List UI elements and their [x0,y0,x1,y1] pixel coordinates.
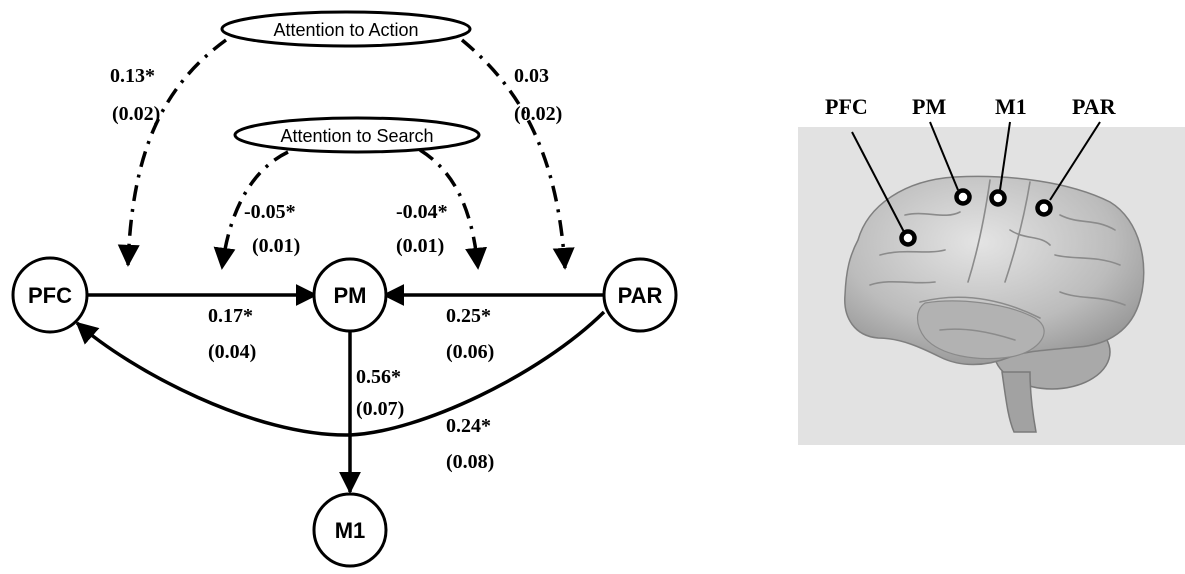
action-to-pfc-arrow [117,38,228,267]
coef-action-pfc-value: 0.13* [110,65,155,87]
par-to-pfc-arrow [75,310,606,437]
coef-pm-m1-value: 0.56* [356,366,401,388]
coef-action-par-value: 0.03 [514,65,549,87]
coef-pfc-pm-se: (0.04) [208,341,256,363]
search-to-pfc-pm-arrow [213,150,289,270]
attention-to-action-node: Attention to Action [220,10,472,48]
m1-node-label: M1 [335,518,366,543]
pm-location-marker [954,188,972,206]
attention-to-search-node: Attention to Search [233,116,481,154]
coef-action-par-se: (0.02) [514,103,562,125]
path-model: Attention to Action Attention to Search … [11,10,678,568]
pm-node: PM [312,257,388,333]
pfc-location-marker [899,229,917,247]
coef-action-pfc-se: (0.02) [112,103,160,125]
coef-par-pfc-se: (0.08) [446,451,494,473]
par-node-label: PAR [618,283,663,308]
brain-label-par: PAR [1072,94,1117,119]
brain-label-m1: M1 [995,94,1027,119]
m1-location-marker [989,189,1007,207]
coef-search-pfc-pm-se: (0.01) [252,235,300,257]
par-leader-line [1049,121,1101,201]
coef-search-pfc-pm-value: -0.05* [244,201,296,223]
pfc-leader-line [851,131,905,233]
attention-to-action-label: Attention to Action [273,20,418,40]
brain-figure: PFC PM M1 PAR [798,94,1185,445]
coef-par-pm-se: (0.06) [446,341,494,363]
attention-to-search-label: Attention to Search [280,126,433,146]
action-to-par-arrow [460,38,575,270]
coef-search-par-pm-se: (0.01) [396,235,444,257]
coef-search-par-pm-value: -0.04* [396,201,448,223]
pfc-node-label: PFC [28,283,72,308]
m1-node: M1 [312,492,388,568]
par-node: PAR [602,257,678,333]
coef-pfc-pm-value: 0.17* [208,305,253,327]
par-location-marker [1035,199,1053,217]
brain-label-pm: PM [912,94,946,119]
brain-label-pfc: PFC [825,94,868,119]
pfc-node: PFC [11,256,89,334]
coef-par-pm-value: 0.25* [446,305,491,327]
pm-leader-line [929,121,959,191]
brain-image [844,175,1145,433]
m1-leader-line [999,121,1011,191]
coef-pm-m1-se: (0.07) [356,398,404,420]
search-to-par-pm-arrow [419,148,488,270]
coef-par-pfc-value: 0.24* [446,415,491,437]
pm-node-label: PM [334,283,367,308]
